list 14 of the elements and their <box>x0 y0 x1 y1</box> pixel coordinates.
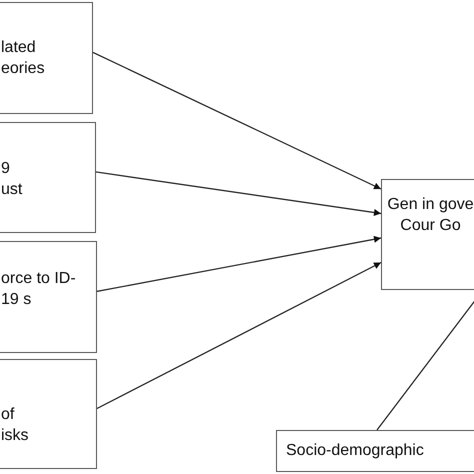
box-label: lated eories <box>1 38 46 79</box>
text-box <box>0 241 97 353</box>
box-label: 9 ust <box>1 159 24 200</box>
box-label: Gen in gove Cour Go <box>386 195 474 236</box>
arrow <box>96 262 382 410</box>
arrow <box>96 236 382 292</box>
text-box <box>0 359 97 469</box>
box-label: Socio-demographic <box>286 441 425 461</box>
text-box <box>276 430 474 472</box>
box-label: of isks <box>1 405 30 446</box>
arrow <box>92 52 382 190</box>
arrow <box>96 171 382 216</box>
text-box <box>0 122 96 233</box>
box-label: orce to ID-19 s <box>1 269 76 310</box>
